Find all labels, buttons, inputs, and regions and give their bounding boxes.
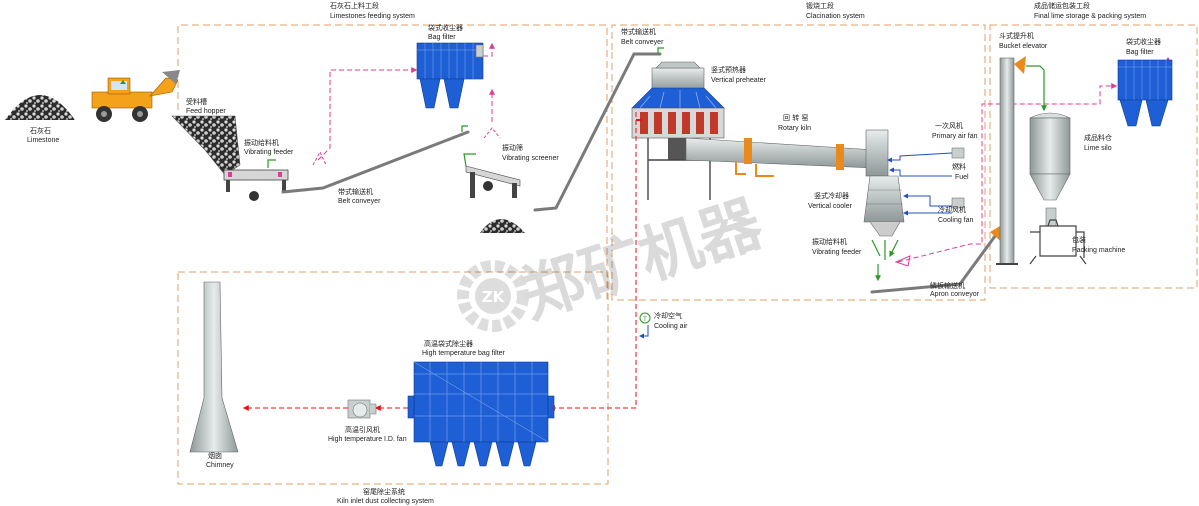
bucket-elevator-label-zh: 斗式提升机 xyxy=(999,31,1034,40)
feed-hopper: 受料槽 Feed hopper xyxy=(171,97,241,176)
belt-conveyor-2-label-en: Belt conveyer xyxy=(621,39,664,46)
kiln-inlet-title-en: Kiln inlet dust collecting system xyxy=(337,498,434,505)
vibrating-feeder-1: 振动给料机 Vibrating feeder xyxy=(223,138,294,201)
bag-filter-2-label-zh: 袋式收尘器 xyxy=(1126,37,1161,46)
watermark-logo-text: ZK xyxy=(482,288,506,306)
bag-filter-1-label-zh: 袋式收尘器 xyxy=(428,23,463,32)
belt-conveyor-1 xyxy=(281,130,470,194)
vertical-cooler: 竖式冷却器 Vertical cooler xyxy=(808,129,905,237)
feed-hopper-label-en: Feed hopper xyxy=(186,108,226,115)
cooling-air-valve-icon: T xyxy=(642,316,647,323)
chimney: 烟囱 Chimney xyxy=(189,281,239,469)
vibrating-feeder-2-label-zh: 振动给料机 xyxy=(812,237,847,246)
cooling-fan-label-zh: 冷却风机 xyxy=(938,205,966,214)
feeding-boundary xyxy=(177,24,608,300)
fuel-inlet: 燃料 Fuel xyxy=(889,162,969,181)
primary-air-fan-label-en: Primary air fan xyxy=(932,133,978,140)
limestone-label-en: Limestone xyxy=(27,137,59,144)
high-temperature-bag-filter: 高温袋式除尘器 High temperature bag filter xyxy=(407,339,555,467)
rotary-kiln-label-en: Rotary kiln xyxy=(778,125,811,132)
vibrating-feeder-2: 振动给料机 Vibrating feeder xyxy=(812,237,899,282)
feeding-title-zh: 石灰石上料工段 xyxy=(330,1,379,10)
vibrating-feeder-1-label-en: Vibrating feeder xyxy=(244,149,294,156)
ht-id-fan-label-en: High temperature I.D. fan xyxy=(328,436,407,443)
rotary-kiln: 回 转 窑 Rotary kiln xyxy=(685,113,877,177)
bag-filter-2: 袋式收尘器 Bag filter xyxy=(1117,37,1173,127)
lime-silo-label-en: Lime silo xyxy=(1084,145,1112,152)
fuel-label-en: Fuel xyxy=(955,174,969,181)
apron-conveyor-label-zh: 鳞板输送机 xyxy=(930,281,965,290)
vertical-cooler-label-en: Vertical cooler xyxy=(808,203,853,210)
calcination-title-zh: 锻烧工段 xyxy=(806,1,834,10)
high-temperature-id-fan: 高温引风机 High temperature I.D. fan xyxy=(328,399,407,443)
cooling-fan-label-en: Cooling fan xyxy=(938,217,974,224)
packing-machine: 包装 Packing machine xyxy=(1029,207,1125,265)
cooling-air-label-zh: 冷却空气 xyxy=(654,311,682,320)
apron-conveyor xyxy=(870,230,1000,294)
fuel-label-zh: 燃料 xyxy=(952,162,966,171)
ht-bag-filter-label-zh: 高温袋式除尘器 xyxy=(424,339,473,348)
vertical-cooler-label-zh: 竖式冷却器 xyxy=(814,191,849,200)
vibrating-feeder-1-label-zh: 振动给料机 xyxy=(244,138,279,147)
vibrating-screener-label-en: Vibrating screener xyxy=(502,155,559,162)
vertical-preheater: 竖式预热器 Vertical preheater xyxy=(631,61,767,200)
final-title-zh: 成品储运包装工段 xyxy=(1034,1,1090,10)
belt-conveyor-1-label-en: Belt conveyer xyxy=(338,198,381,205)
belt-conveyor-2 xyxy=(533,52,662,212)
packing-machine-label-zh: 包装 xyxy=(1072,235,1086,244)
kiln-inlet-title-zh: 窑尾除尘系统 xyxy=(363,487,405,496)
lime-silo: 成品料仓 Lime silo xyxy=(1029,112,1112,201)
watermark: ZK 郑矿机器 xyxy=(457,186,771,332)
section-boundaries xyxy=(177,24,1198,485)
calcination-title-en: Clacination system xyxy=(806,13,865,20)
ht-bag-filter-label-en: High temperature bag filter xyxy=(422,350,506,357)
preheater-label-zh: 竖式预热器 xyxy=(711,65,746,74)
kiln-inlet-boundary xyxy=(177,271,609,485)
primary-air-fan: 一次风机 Primary air fan xyxy=(887,121,978,163)
cooling-air: T 冷却空气 Cooling air xyxy=(639,311,688,330)
packing-machine-label-en: Packing machine xyxy=(1072,247,1125,254)
feed-hopper-label-zh: 受料槽 xyxy=(186,97,207,106)
preheater-label-en: Vertical preheater xyxy=(711,77,767,84)
bag-filter-1-label-en: Bag filter xyxy=(428,34,456,41)
watermark-logo-icon xyxy=(457,260,529,332)
feeding-title-en: Limestones feeding system xyxy=(330,13,415,20)
primary-air-fan-label-zh: 一次风机 xyxy=(935,121,963,130)
hot-gas-duct xyxy=(548,112,649,411)
vibrating-feeder-2-label-en: Vibrating feeder xyxy=(812,249,862,256)
rotary-kiln-label-zh: 回 转 窑 xyxy=(783,113,808,122)
limestone-label-zh: 石灰石 xyxy=(30,126,51,135)
chimney-label-en: Chimney xyxy=(206,462,234,469)
vibrating-screener: 振动筛 Vibrating screener xyxy=(463,143,559,198)
bucket-elevator-label-en: Bucket elevator xyxy=(999,43,1048,50)
final-boundary xyxy=(989,24,1198,289)
wheel-loader-icon xyxy=(91,70,180,122)
bag-filter-2-label-en: Bag filter xyxy=(1126,49,1154,56)
screened-stone-pile xyxy=(480,219,525,233)
ht-id-fan-label-zh: 高温引风机 xyxy=(345,425,380,434)
lime-silo-label-zh: 成品料仓 xyxy=(1084,133,1112,142)
bucket-elevator: 斗式提升机 Bucket elevator xyxy=(996,31,1048,265)
vibrating-screener-label-zh: 振动筛 xyxy=(502,143,523,152)
apron-conveyor-label-en: Apron conveyor xyxy=(930,291,980,298)
cooling-fan: 冷却风机 Cooling fan xyxy=(903,193,974,224)
final-title-en: Final lime storage & packing system xyxy=(1034,13,1146,20)
chimney-label-zh: 烟囱 xyxy=(208,451,222,460)
limestone-pile: 石灰石 Limestone xyxy=(5,95,75,144)
cooling-air-label-en: Cooling air xyxy=(654,323,688,330)
belt-conveyor-1-label-zh: 带式输送机 xyxy=(338,187,373,196)
belt-conveyor-2-label-zh: 带式输送机 xyxy=(621,27,656,36)
bag-filter-1: 袋式收尘器 Bag filter xyxy=(416,23,484,109)
dust-duct-feeding xyxy=(312,42,501,166)
